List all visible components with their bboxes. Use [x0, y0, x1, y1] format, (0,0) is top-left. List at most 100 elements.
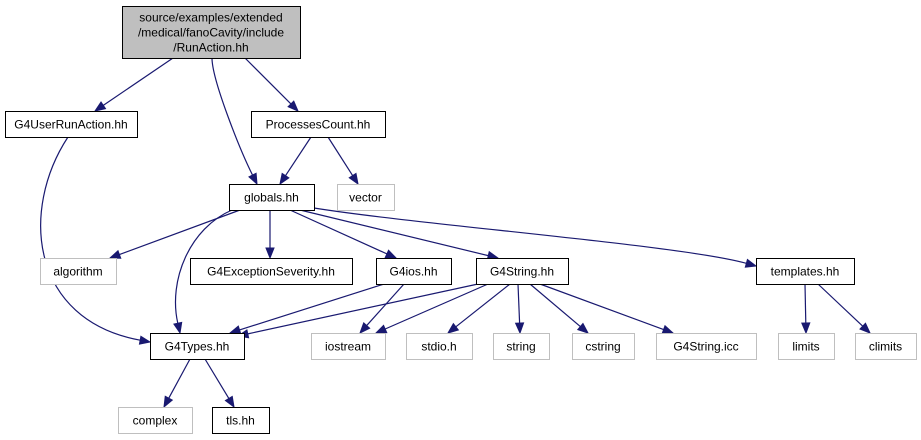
node-label: iostream [325, 340, 371, 354]
node-label: cstring [585, 340, 620, 354]
edge-line [539, 283, 664, 331]
node-box [150, 333, 245, 360]
node-label: tls.hh [226, 414, 255, 428]
node-g4stringicc: G4String.icc [656, 333, 757, 360]
edge-globals-to-algorithm [108, 209, 241, 259]
node-g4string[interactable]: G4String.hh [476, 258, 569, 285]
node-templates[interactable]: templates.hh [756, 258, 855, 285]
edge-arrowhead [446, 322, 460, 334]
edge-line [119, 209, 241, 256]
node-g4userrunaction[interactable]: G4UserRunAction.hh [5, 111, 138, 138]
edge-line [384, 283, 489, 330]
node-box [118, 407, 193, 434]
node-box [40, 258, 117, 285]
edge-line [247, 283, 479, 335]
node-box [572, 333, 635, 360]
edge-globals-to-g4string [299, 209, 500, 261]
node-box [311, 333, 386, 360]
node-runaction[interactable]: source/examples/extended/medical/fanoCav… [122, 6, 301, 59]
edge-arrowhead [801, 322, 811, 335]
node-cstring: cstring [572, 333, 635, 360]
edge-arrowhead [163, 395, 174, 409]
node-label: complex [133, 414, 178, 428]
node-processescount[interactable]: ProcessesCount.hh [251, 111, 386, 138]
edge-runaction-to-globals [211, 57, 258, 186]
node-label: /RunAction.hh [173, 41, 248, 55]
node-globals[interactable]: globals.hh [229, 184, 315, 211]
node-g4ios[interactable]: G4ios.hh [376, 258, 452, 285]
edge-arrowhead [279, 172, 290, 186]
node-label: /medical/fanoCavity/include [138, 26, 284, 40]
node-label: G4Types.hh [165, 340, 230, 354]
edge-g4string-to-stdio [446, 283, 511, 334]
edge-line [804, 283, 807, 324]
node-label: G4UserRunAction.hh [14, 118, 127, 132]
node-complex: complex [118, 407, 193, 434]
node-box [122, 6, 301, 59]
edge-line [204, 358, 230, 399]
node-tls[interactable]: tls.hh [212, 407, 270, 434]
edge-arrowhead [744, 258, 758, 268]
node-climits: climits [855, 333, 917, 360]
edge-line [529, 283, 581, 328]
edge-line [168, 358, 191, 399]
edges-layer [40, 57, 871, 409]
node-box [406, 333, 473, 360]
edge-arrowhead [859, 322, 871, 334]
edge-line [366, 283, 405, 326]
edge-line [40, 136, 141, 341]
node-label: globals.hh [244, 191, 299, 205]
node-label: G4ExceptionSeverity.hh [207, 265, 335, 279]
node-box [5, 111, 138, 138]
edge-templates-to-climits [817, 283, 871, 334]
edge-arrowhead [248, 172, 258, 186]
node-box [493, 333, 550, 360]
node-label: templates.hh [771, 265, 840, 279]
node-iostream: iostream [311, 333, 386, 360]
node-label: vector [349, 191, 382, 205]
edge-processescount-to-vector [327, 136, 359, 186]
node-limits: limits [778, 333, 835, 360]
edge-g4types-to-tls [204, 358, 235, 409]
node-label: ProcessesCount.hh [266, 118, 371, 132]
edge-g4types-to-complex [163, 358, 191, 409]
node-box [756, 258, 855, 285]
edge-g4string-to-cstring [529, 283, 590, 334]
node-label: stdio.h [421, 340, 456, 354]
edge-arrowhead [138, 335, 152, 345]
node-label: G4String.hh [490, 265, 554, 279]
node-label: algorithm [53, 265, 102, 279]
edge-arrowhead [384, 249, 398, 259]
edge-g4string-to-string [514, 283, 525, 335]
edge-arrowhead [224, 395, 235, 409]
edge-line [285, 136, 312, 176]
node-box [855, 333, 917, 360]
edge-arrowhead [348, 172, 359, 186]
node-box [476, 258, 569, 285]
node-box [251, 111, 386, 138]
edge-line [517, 283, 521, 324]
node-label: climits [869, 340, 902, 354]
edge-arrowhead [374, 324, 388, 334]
edge-line [239, 283, 385, 331]
edge-arrowhead [359, 322, 371, 335]
edge-arrowhead [287, 100, 299, 112]
edge-arrowhead [173, 321, 183, 335]
node-algorithm: algorithm [40, 258, 117, 285]
node-box [229, 184, 315, 211]
edge-globals-to-g4types [173, 209, 233, 335]
edge-globals-to-g4exceptionseverity [265, 210, 275, 260]
nodes-layer: source/examples/extended/medical/fanoCav… [5, 6, 917, 434]
edge-runaction-to-g4userrunaction [93, 57, 174, 112]
edge-line [289, 209, 388, 255]
edge-line [299, 209, 489, 257]
edge-arrowhead [514, 322, 525, 335]
node-g4types[interactable]: G4Types.hh [150, 333, 245, 360]
edge-arrowhead [265, 247, 275, 260]
node-g4exceptionseverity[interactable]: G4ExceptionSeverity.hh [190, 258, 353, 285]
edge-templates-to-limits [801, 283, 811, 335]
edge-arrowhead [661, 324, 675, 334]
node-label: G4String.icc [673, 340, 738, 354]
node-label: string [506, 340, 535, 354]
node-label: G4ios.hh [389, 265, 437, 279]
